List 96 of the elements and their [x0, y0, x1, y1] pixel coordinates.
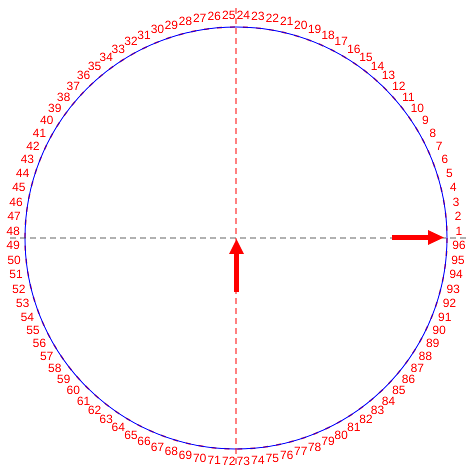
point-number: 19 — [308, 23, 322, 36]
point-number: 44 — [16, 167, 30, 180]
point-number: 9 — [422, 114, 429, 126]
point-number: 77 — [294, 445, 308, 458]
point-number: 29 — [164, 18, 178, 31]
point-number: 42 — [26, 140, 40, 152]
point-number: 45 — [12, 181, 26, 194]
point-number: 22 — [266, 12, 279, 24]
point-number: 51 — [9, 268, 23, 280]
point-number: 56 — [32, 337, 46, 350]
point-number: 28 — [178, 14, 192, 27]
point-number: 74 — [251, 454, 265, 466]
point-number: 92 — [442, 296, 456, 309]
point-number: 11 — [402, 90, 415, 103]
point-number: 58 — [48, 362, 62, 374]
point-number: 84 — [382, 394, 396, 407]
point-number: 57 — [40, 350, 54, 362]
point-number: 12 — [392, 80, 406, 92]
point-number: 8 — [429, 126, 436, 139]
point-number: 87 — [410, 362, 424, 374]
point-number: 48 — [6, 224, 20, 237]
point-number: 78 — [308, 440, 322, 453]
point-number: 80 — [334, 428, 348, 441]
point-number: 67 — [150, 440, 164, 453]
point-number: 46 — [9, 196, 23, 208]
point-number: 6 — [441, 153, 448, 166]
point-number: 7 — [436, 140, 442, 152]
point-number: 3 — [452, 196, 460, 208]
point-number: 83 — [370, 404, 384, 416]
point-number: 49 — [6, 239, 20, 252]
point-number: 24 — [236, 9, 250, 22]
point-number: 63 — [99, 413, 113, 426]
point-number: 85 — [392, 384, 406, 396]
point-number: 70 — [193, 452, 206, 464]
point-number: 62 — [88, 404, 102, 416]
point-number: 59 — [56, 373, 70, 386]
point-number: 94 — [449, 268, 463, 280]
point-number: 72 — [222, 454, 236, 467]
point-number: 50 — [7, 254, 21, 266]
point-number: 2 — [454, 210, 462, 222]
point-number: 96 — [452, 239, 466, 252]
point-number: 69 — [178, 449, 192, 462]
point-number: 38 — [56, 90, 70, 103]
point-number: 33 — [112, 42, 125, 55]
point-number: 17 — [334, 35, 348, 48]
point-number: 39 — [48, 102, 62, 114]
point-number: 90 — [432, 324, 446, 336]
point-number: 20 — [294, 18, 308, 31]
point-number: 65 — [124, 428, 138, 441]
point-number: 25 — [222, 9, 236, 22]
point-number: 47 — [7, 210, 21, 222]
point-number: 16 — [347, 42, 360, 55]
point-number: 75 — [266, 452, 279, 464]
point-number: 79 — [321, 435, 335, 448]
point-number: 23 — [251, 10, 265, 22]
point-number: 73 — [236, 454, 250, 467]
point-number: 86 — [402, 373, 416, 386]
point-number: 35 — [88, 60, 102, 72]
point-number: 40 — [40, 114, 54, 126]
point-number: 68 — [164, 445, 178, 458]
point-number: 52 — [12, 282, 26, 295]
point-number: 88 — [418, 350, 432, 362]
point-number: 55 — [26, 324, 40, 336]
point-number: 53 — [16, 296, 30, 309]
point-number: 91 — [438, 310, 452, 323]
point-number: 60 — [66, 384, 80, 396]
point-number: 27 — [193, 12, 206, 24]
point-number: 93 — [446, 282, 460, 295]
point-number: 66 — [137, 435, 151, 448]
point-number: 43 — [20, 153, 34, 166]
point-number: 31 — [137, 28, 151, 41]
point-number: 76 — [280, 449, 294, 462]
point-number: 15 — [359, 50, 373, 63]
point-number: 18 — [321, 28, 335, 41]
point-number: 30 — [150, 23, 164, 36]
point-number: 34 — [99, 50, 113, 63]
point-number: 81 — [347, 421, 360, 434]
point-number: 71 — [207, 454, 221, 466]
point-number: 10 — [410, 102, 424, 114]
point-number: 4 — [450, 181, 457, 194]
point-number: 64 — [112, 421, 125, 434]
point-number: 37 — [66, 80, 80, 92]
point-number: 21 — [280, 14, 294, 27]
point-number: 36 — [76, 69, 90, 82]
point-number: 89 — [426, 337, 440, 350]
point-number: 82 — [359, 413, 373, 426]
point-number: 1 — [456, 224, 462, 237]
point-number: 95 — [451, 254, 465, 266]
point-number: 61 — [76, 394, 90, 407]
point-number: 14 — [370, 60, 384, 72]
point-number: 5 — [446, 167, 453, 180]
point-number: 41 — [32, 126, 46, 139]
point-number: 26 — [207, 10, 221, 22]
point-number: 32 — [124, 35, 138, 48]
point-number: 54 — [20, 310, 34, 323]
point-number: 13 — [382, 69, 396, 82]
